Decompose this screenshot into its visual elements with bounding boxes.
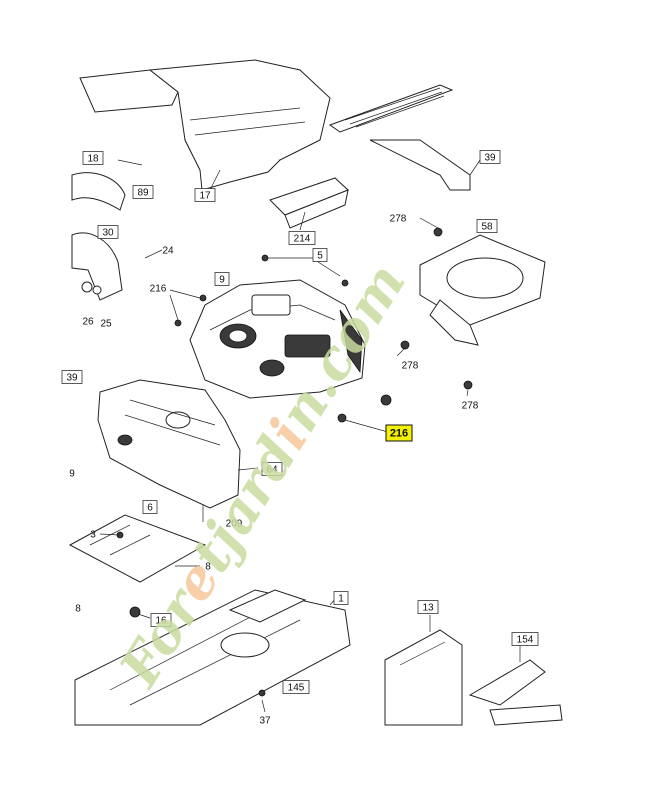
callout-278: 278 (390, 214, 407, 225)
callout-number: 37 (259, 716, 271, 727)
callout-number: 216 (390, 428, 408, 440)
callout-26: 26 (82, 317, 94, 328)
callout-number: 13 (422, 603, 434, 614)
callout-39: 39 (61, 370, 83, 384)
callout-number: 5 (317, 251, 323, 262)
front-grille (328, 84, 471, 191)
callout-number: 6 (147, 503, 153, 514)
bracket-13 (384, 629, 563, 726)
callout-number: 3 (90, 530, 96, 541)
callout-number: 278 (402, 361, 419, 372)
callout-number: 58 (481, 222, 493, 233)
callout-25: 25 (100, 319, 112, 330)
callout-number: 39 (484, 153, 496, 164)
callout-216: 216 (150, 284, 167, 295)
callout-9: 9 (214, 272, 230, 286)
callout-box (312, 248, 328, 262)
callout-number: 214 (294, 234, 311, 245)
side-panel-left (71, 172, 126, 301)
callout-box (385, 424, 413, 442)
callout-box (150, 613, 172, 627)
callout-64: 64 (261, 462, 283, 476)
callout-number: 17 (199, 191, 211, 202)
callout-box (261, 462, 283, 476)
callout-278: 278 (462, 401, 479, 412)
callout-number: 278 (462, 401, 479, 412)
callout-278: 278 (402, 361, 419, 372)
panel-64 (97, 379, 241, 509)
callout-6: 6 (142, 500, 158, 514)
hood-panel (79, 59, 331, 191)
callout-number: 8 (75, 604, 81, 615)
callout-216: 216 (385, 424, 413, 442)
callout-8: 8 (205, 562, 211, 573)
callout-3: 3 (90, 530, 96, 541)
callout-box (479, 150, 501, 164)
callout-number: 18 (87, 154, 99, 165)
callout-154: 154 (511, 632, 539, 646)
callout-box (142, 500, 158, 514)
callout-18: 18 (82, 151, 104, 165)
leader-lines (99, 159, 521, 713)
callout-number: 24 (162, 246, 174, 257)
callout-box (132, 185, 154, 199)
callout-box (282, 680, 310, 694)
callout-145: 145 (282, 680, 310, 694)
callout-number: 278 (390, 214, 407, 225)
callout-number: 1 (338, 594, 344, 605)
callout-number: 25 (100, 319, 112, 330)
callout-number: 209 (226, 519, 243, 530)
callout-number: 216 (150, 284, 167, 295)
callout-24: 24 (162, 246, 174, 257)
callout-30: 30 (97, 225, 119, 239)
callout-number: 9 (69, 469, 75, 480)
callout-number: 145 (288, 683, 305, 694)
bracket-214 (269, 177, 349, 229)
callout-89: 89 (132, 185, 154, 199)
callout-box (194, 188, 216, 202)
callout-number: 8 (205, 562, 211, 573)
callout-number: 30 (102, 228, 114, 239)
callout-box (214, 272, 230, 286)
callout-number: 16 (155, 616, 167, 627)
callout-1: 1 (333, 591, 349, 605)
callout-number: 154 (517, 635, 534, 646)
dashboard-9 (189, 279, 392, 406)
callout-box (97, 225, 119, 239)
callout-13: 13 (417, 600, 439, 614)
callout-number: 64 (266, 465, 278, 476)
callout-5: 5 (312, 248, 328, 262)
callout-number: 9 (219, 275, 225, 286)
callout-box (82, 151, 104, 165)
callout-8: 8 (75, 604, 81, 615)
air-duct-58 (419, 234, 546, 346)
callout-box (511, 632, 539, 646)
callout-box (333, 591, 349, 605)
frame-1 (74, 589, 351, 726)
callout-9: 9 (69, 469, 75, 480)
callout-number: 89 (137, 188, 149, 199)
callout-37: 37 (259, 716, 271, 727)
callout-number: 26 (82, 317, 94, 328)
fastener-bolts (116, 227, 473, 697)
callout-58: 58 (476, 219, 498, 233)
callout-16: 16 (150, 613, 172, 627)
callout-209: 209 (226, 519, 243, 530)
callout-box (288, 231, 316, 245)
callout-214: 214 (288, 231, 316, 245)
callout-17: 17 (194, 188, 216, 202)
callout-box (417, 600, 439, 614)
callout-number: 39 (66, 373, 78, 384)
callout-box (476, 219, 498, 233)
plate-6 (68, 514, 207, 583)
callout-39: 39 (479, 150, 501, 164)
callout-box (61, 370, 83, 384)
